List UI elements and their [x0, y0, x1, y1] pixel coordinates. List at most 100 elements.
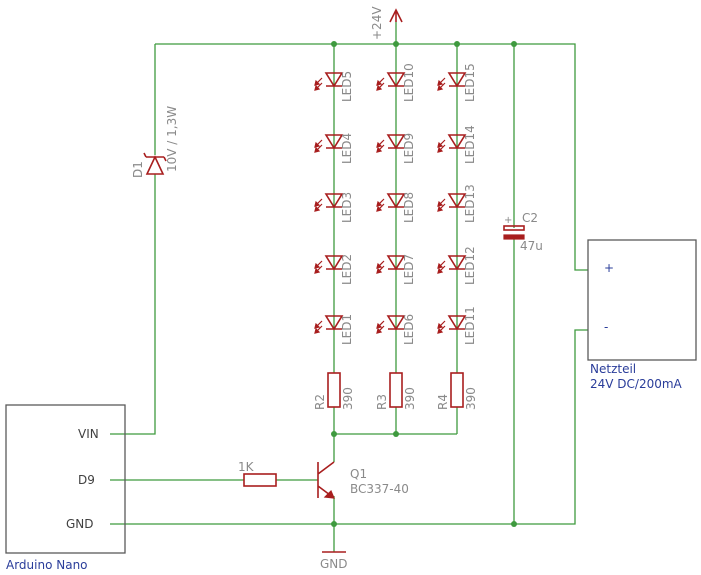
transistor-name: Q1 [350, 467, 367, 481]
led-icon [324, 134, 344, 150]
zener-diode: D1 10V / 1,3W [131, 106, 179, 178]
capacitor-plate-positive [503, 225, 525, 231]
led-label: LED10 [402, 63, 416, 102]
led: LED5 [314, 71, 354, 102]
led-icon [386, 134, 406, 150]
arduino-outline [5, 404, 126, 554]
power-supply-plus: + [604, 261, 614, 275]
led: LED9 [376, 133, 416, 164]
led-label: LED11 [463, 306, 477, 345]
led-icon [324, 255, 344, 271]
led-light-arrowhead-icon [437, 79, 444, 91]
junction-dot [393, 41, 399, 47]
led: LED15 [437, 63, 477, 102]
led-light-arrowhead-icon [437, 322, 444, 334]
led-icon [386, 193, 406, 209]
led-label: LED14 [463, 125, 477, 164]
junction-dot [511, 41, 517, 47]
power-supply-title: Netzteil [590, 362, 636, 376]
led-label: LED13 [463, 184, 477, 223]
led-icon [447, 193, 467, 209]
base-resistor-icon [243, 473, 277, 487]
led-array: LED5LED4LED3LED2LED1LED10LED9LED8LED7LED… [314, 63, 477, 345]
capacitor-value: 47u [520, 239, 543, 253]
led-light-arrowhead-icon [314, 79, 321, 91]
led-icon [447, 134, 467, 150]
junction-dot [331, 431, 337, 437]
led-label: LED7 [402, 254, 416, 285]
transistor-value: BC337-40 [350, 482, 409, 496]
led-label: LED12 [463, 246, 477, 285]
led: LED7 [376, 254, 416, 285]
led-label: LED8 [402, 192, 416, 223]
led-resistor-icon [389, 372, 403, 408]
ground-symbol: GND [320, 551, 348, 571]
power-supply-block: + - Netzteil 24V DC/200mA [587, 239, 697, 391]
base-resistor: 1K [238, 460, 277, 487]
led-light-arrowhead-icon [437, 262, 444, 274]
led-light-arrowhead-icon [314, 141, 321, 153]
led: LED14 [437, 125, 477, 164]
led-resistor-name: R3 [375, 394, 389, 410]
led-icon [447, 315, 467, 331]
led-light-arrowhead-icon [376, 79, 383, 91]
led-label: LED6 [402, 314, 416, 345]
zener-name: D1 [131, 161, 145, 178]
led-label: LED5 [340, 71, 354, 102]
zener-diode-icon [143, 152, 167, 175]
junctions [331, 41, 517, 527]
led-icon [386, 255, 406, 271]
junction-dot [511, 521, 517, 527]
led-resistor-icon [450, 372, 464, 408]
led-light-arrowhead-icon [314, 322, 321, 334]
led-label: LED4 [340, 133, 354, 164]
arduino-title: Arduino Nano [6, 558, 88, 572]
junction-dot [331, 41, 337, 47]
led: LED12 [437, 246, 477, 285]
capacitor-plate-negative [503, 234, 525, 240]
led-icon [447, 255, 467, 271]
led-label: LED2 [340, 254, 354, 285]
led-resistor-value: 390 [403, 387, 417, 410]
led-label: LED9 [402, 133, 416, 164]
base-resistor-value: 1K [238, 460, 255, 474]
led-resistor: R3 390 [375, 372, 417, 410]
led: LED3 [314, 192, 354, 223]
arduino-pin-d9: D9 [78, 473, 95, 487]
collector-bus-wire [333, 433, 457, 462]
led: LED6 [376, 314, 416, 345]
junction-dot [393, 431, 399, 437]
arduino-block: VIN D9 GND Arduino Nano [5, 404, 126, 572]
ground-bus-wire [110, 329, 588, 525]
capacitor-polarity: + [504, 215, 512, 226]
led-light-arrowhead-icon [314, 262, 321, 274]
vin-wire [110, 44, 156, 435]
led: LED8 [376, 192, 416, 223]
led-resistor-name: R2 [313, 394, 327, 410]
supply-arrow-icon [389, 8, 403, 23]
led: LED2 [314, 254, 354, 285]
led-icon [447, 72, 467, 88]
junction-dot [331, 521, 337, 527]
supply-label: +24V [370, 6, 384, 40]
capacitor: + C2 47u [503, 211, 543, 253]
capacitor-name: C2 [522, 211, 538, 225]
transistor: Q1 BC337-40 [317, 461, 409, 499]
ground-label: GND [320, 557, 348, 571]
led: LED13 [437, 184, 477, 223]
led-label: LED1 [340, 314, 354, 345]
led-label: LED3 [340, 192, 354, 223]
led-light-arrowhead-icon [437, 200, 444, 212]
power-supply-rating: 24V DC/200mA [590, 377, 683, 391]
led: LED1 [314, 314, 354, 345]
led-icon [324, 315, 344, 331]
led-resistor-icon [327, 372, 341, 408]
transistor-emitter-arrow-icon [323, 489, 335, 499]
led: LED11 [437, 306, 477, 345]
arduino-pin-vin: VIN [78, 427, 99, 441]
led-icon [386, 315, 406, 331]
